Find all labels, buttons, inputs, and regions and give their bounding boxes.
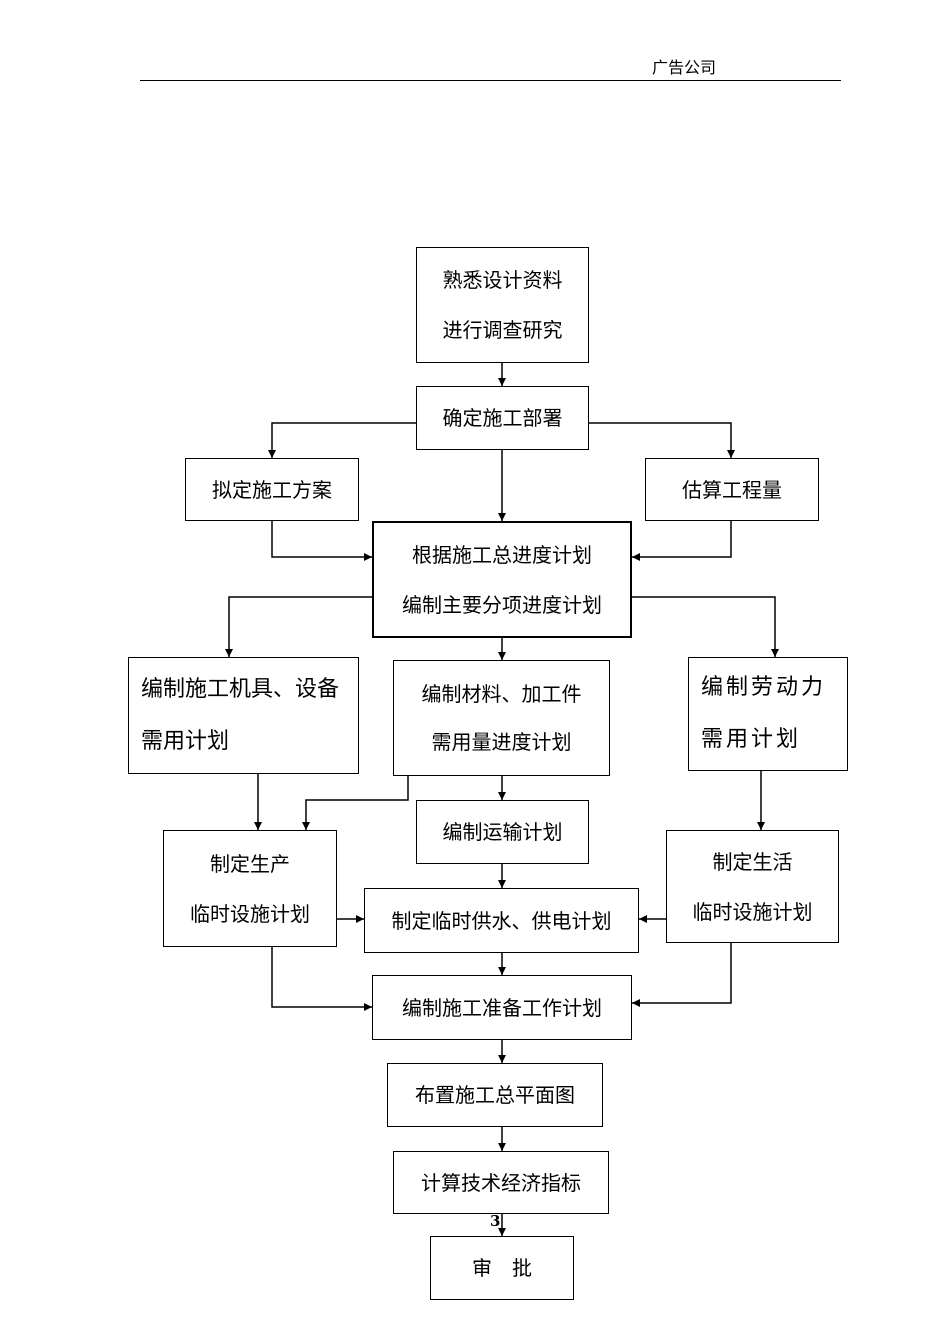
- research-box: 熟悉设计资料 进行调查研究: [416, 247, 589, 363]
- living-facilities-line1: 制定生活: [712, 849, 793, 874]
- arrow-deployment-to-construction-plan: [268, 422, 417, 458]
- materials-plan-line2: 需用量进度计划: [431, 730, 572, 754]
- arrow-schedule-to-labor-plan: [632, 596, 779, 657]
- schedule-box: 根据施工总进度计划 编制主要分项进度计划: [372, 521, 632, 638]
- utilities-plan-label: 制定临时供水、供电计划: [391, 908, 612, 933]
- materials-plan-box: 编制材料、加工件 需用量进度计划: [393, 660, 610, 776]
- production-facilities-line2: 临时设施计划: [190, 901, 310, 926]
- production-facilities-line1: 制定生产: [210, 851, 290, 876]
- equipment-plan-line1: 编制施工机具、设备: [141, 676, 340, 702]
- header-company: 广告公司: [652, 58, 717, 77]
- economic-indicators-box: 计算技术经济指标: [393, 1151, 609, 1214]
- research-line2: 进行调查研究: [442, 318, 563, 342]
- labor-plan-line1: 编制劳动力: [701, 675, 827, 700]
- schedule-line2: 编制主要分项进度计划: [402, 592, 602, 617]
- utilities-plan-box: 制定临时供水、供电计划: [364, 888, 639, 953]
- site-layout-label: 布置施工总平面图: [415, 1083, 575, 1107]
- page-number: 3: [490, 1212, 501, 1230]
- construction-plan-box: 拟定施工方案: [185, 458, 359, 521]
- living-facilities-line2: 临时设施计划: [692, 899, 813, 924]
- equipment-plan-line2: 需用计划: [141, 728, 230, 754]
- transport-plan-box: 编制运输计划: [416, 800, 589, 864]
- economic-indicators-label: 计算技术经济指标: [421, 1170, 581, 1195]
- preparation-plan-box: 编制施工准备工作计划: [372, 975, 632, 1040]
- research-line1: 熟悉设计资料: [442, 268, 563, 292]
- living-facilities-box: 制定生活 临时设施计划: [666, 830, 839, 943]
- approval-label: 审 批: [472, 1256, 532, 1280]
- transport-plan-label: 编制运输计划: [442, 820, 563, 844]
- construction-plan-label: 拟定施工方案: [212, 477, 332, 502]
- arrow-schedule-to-equipment-plan: [225, 596, 372, 657]
- materials-plan-line1: 编制材料、加工件: [421, 682, 582, 706]
- arrow-construction-plan-to-schedule: [271, 520, 372, 561]
- arrow-production-to-preparation: [271, 947, 372, 1011]
- quantity-estimate-box: 估算工程量: [645, 458, 819, 521]
- production-facilities-box: 制定生产 临时设施计划: [163, 830, 337, 947]
- site-layout-box: 布置施工总平面图: [387, 1063, 603, 1127]
- header-rule: [140, 80, 841, 81]
- quantity-estimate-label: 估算工程量: [682, 477, 782, 502]
- deployment-label: 确定施工部署: [442, 406, 563, 430]
- arrow-living-to-preparation: [632, 943, 732, 1007]
- equipment-plan-box: 编制施工机具、设备 需用计划: [128, 657, 359, 774]
- approval-box: 审 批: [430, 1236, 574, 1300]
- schedule-line1: 根据施工总进度计划: [412, 542, 592, 567]
- labor-plan-box: 编制劳动力 需用计划: [688, 657, 848, 771]
- preparation-plan-label: 编制施工准备工作计划: [402, 995, 602, 1020]
- arrow-deployment-to-quantity-estimate: [587, 422, 735, 458]
- labor-plan-line2: 需用计划: [701, 727, 802, 752]
- arrow-materials-to-production-facilities: [302, 776, 409, 830]
- deployment-box: 确定施工部署: [416, 386, 589, 450]
- arrow-quantity-estimate-to-schedule: [632, 520, 732, 561]
